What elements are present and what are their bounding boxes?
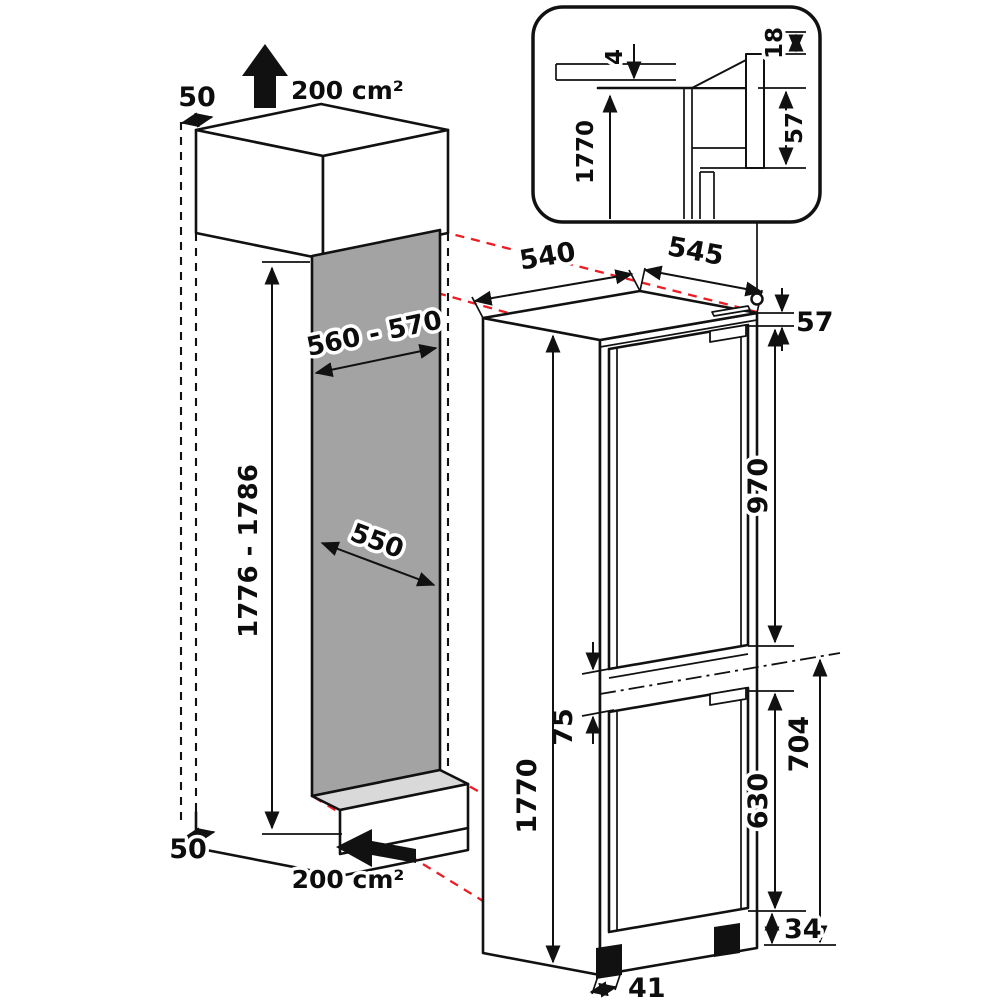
dim-foot-offset: 41: [628, 973, 666, 1000]
appliance-dimensions: 540 545 57 970 75 630 704 1770: [471, 228, 837, 1000]
label-vent-bottom: 200 cm²: [292, 865, 405, 894]
dim-lower-section: 704: [784, 716, 815, 772]
lower-door-grip: [709, 687, 747, 706]
dim-niche-height: 1776 - 1786: [234, 464, 264, 638]
dim-depth: 545: [665, 231, 726, 272]
dim-inset-hinge: 57: [782, 112, 808, 144]
dim-bottom-clearance: 50: [169, 834, 207, 865]
airflow-in-arrow-icon: [336, 829, 416, 867]
rear-foot: [714, 923, 740, 957]
dim-line-bottom-clearance: [182, 827, 216, 843]
dim-plinth: 34: [784, 914, 822, 945]
dim-line-top-clearance: [180, 112, 214, 128]
door-split-centerline: [599, 652, 841, 695]
lower-door: [607, 686, 750, 934]
dim-appliance-height: 1770: [512, 758, 543, 833]
dim-line-depth: [643, 265, 764, 297]
detail-inset: 1770 4 18 57: [531, 5, 822, 306]
appliance: [481, 289, 841, 979]
cabinet-niche: 50 200 cm² 560 - 570 1776 - 1786 550 50 …: [166, 44, 470, 898]
airflow-up-arrow-icon: [242, 44, 288, 108]
dim-line-foot-offset: [589, 981, 618, 998]
dim-upper-door: 970: [743, 458, 774, 514]
appliance-side-face: [481, 316, 602, 977]
dim-inset-height: 1770: [573, 120, 599, 184]
dim-top-clearance: 50: [178, 82, 216, 113]
upper-door: [607, 323, 750, 671]
dim-line-niche-width: [314, 344, 438, 377]
dim-inset-gap: 4: [602, 49, 628, 65]
dim-inset-overlap: 18: [762, 27, 788, 59]
hinge-plate: [711, 305, 751, 317]
dim-width: 540: [517, 237, 578, 277]
upper-door-grip: [709, 324, 747, 343]
dim-line-width: [473, 269, 634, 306]
inset-connector-point: [750, 292, 764, 306]
front-foot: [596, 944, 622, 979]
dim-lower-door: 630: [743, 773, 774, 829]
dim-door-top-offset: 57: [796, 307, 834, 338]
dim-line-niche-depth: [320, 541, 436, 587]
furniture-door-panel: [745, 53, 765, 169]
label-vent-top: 200 cm²: [291, 76, 404, 105]
